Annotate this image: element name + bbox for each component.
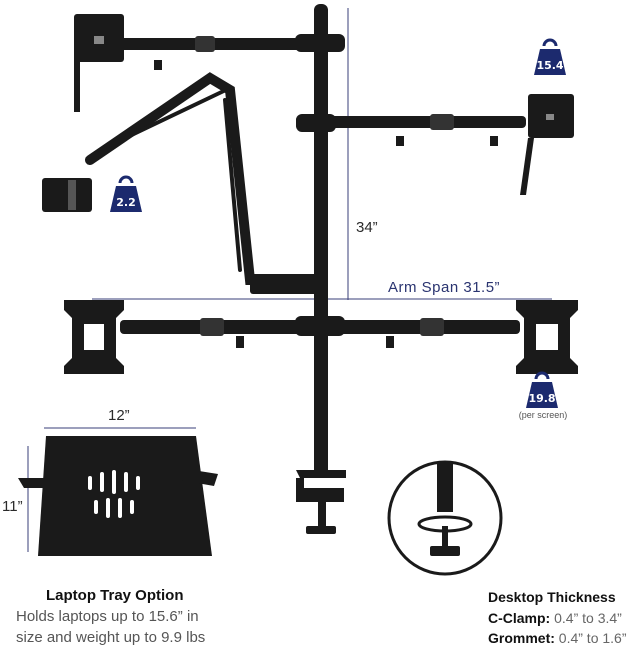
height-label: 34” — [356, 219, 378, 236]
grommet-value: 0.4” to 1.6” — [558, 630, 627, 646]
c-clamp-label: C-Clamp: — [488, 610, 551, 626]
weight-icon: 2.2 — [108, 175, 144, 214]
grommet-label: Grommet: — [488, 630, 555, 646]
per-screen-note: (per screen) — [519, 410, 568, 420]
laptop-tray — [18, 427, 218, 556]
svg-text:15.4: 15.4 — [536, 59, 563, 72]
laptop-tray-line1: Holds laptops up to 15.6” in — [16, 608, 199, 625]
weight-icon: 19.8 — [524, 371, 560, 410]
top-left-arm — [74, 14, 345, 112]
grommet-detail — [387, 460, 503, 576]
laptop-tray-title: Laptop Tray Option — [46, 587, 184, 604]
tray-depth-label: 11” — [2, 498, 23, 515]
c-clamp-value: 0.4” to 3.4” — [554, 610, 622, 626]
c-clamp-spec: C-Clamp: 0.4” to 3.4” — [488, 610, 622, 626]
arm-span-label: Arm Span 31.5” — [388, 279, 501, 296]
laptop-arm — [42, 72, 320, 294]
grommet-spec: Grommet: 0.4” to 1.6” — [488, 630, 627, 646]
svg-text:19.8: 19.8 — [528, 392, 555, 405]
weight-icon: 15.4 — [532, 38, 568, 77]
top-right-arm — [296, 94, 574, 195]
tray-width-label: 12” — [108, 407, 130, 424]
c-clamp — [296, 470, 346, 534]
laptop-tray-line2: size and weight up to 9.9 lbs — [16, 629, 206, 646]
center-pole — [314, 4, 328, 478]
bottom-arms — [64, 300, 578, 374]
svg-text:2.2: 2.2 — [116, 196, 136, 209]
desktop-thickness-title: Desktop Thickness — [488, 589, 616, 605]
